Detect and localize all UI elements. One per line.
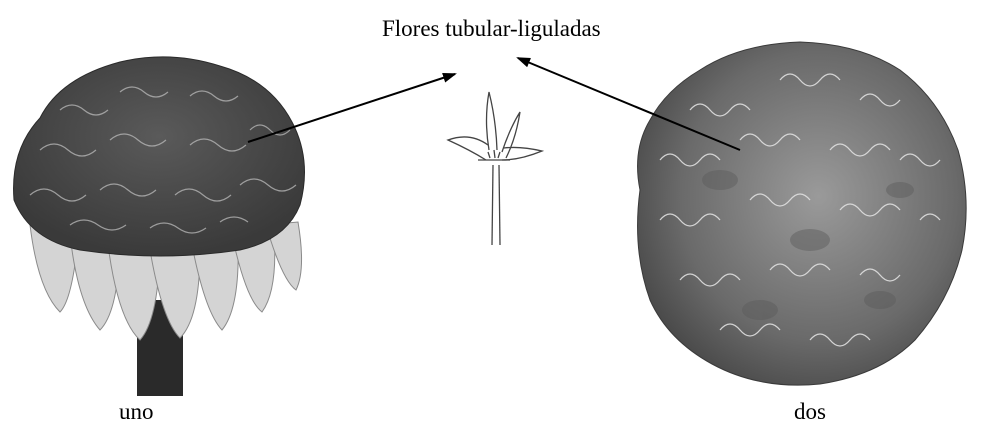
flower-dos-image: [638, 42, 967, 385]
flower-uno-image: [14, 57, 305, 396]
label-dos: dos: [794, 400, 826, 423]
floret-line-drawing: [448, 92, 542, 245]
flower-dos-head: [638, 42, 967, 385]
label-uno: uno: [119, 400, 154, 423]
flower-uno-head: [14, 57, 305, 256]
